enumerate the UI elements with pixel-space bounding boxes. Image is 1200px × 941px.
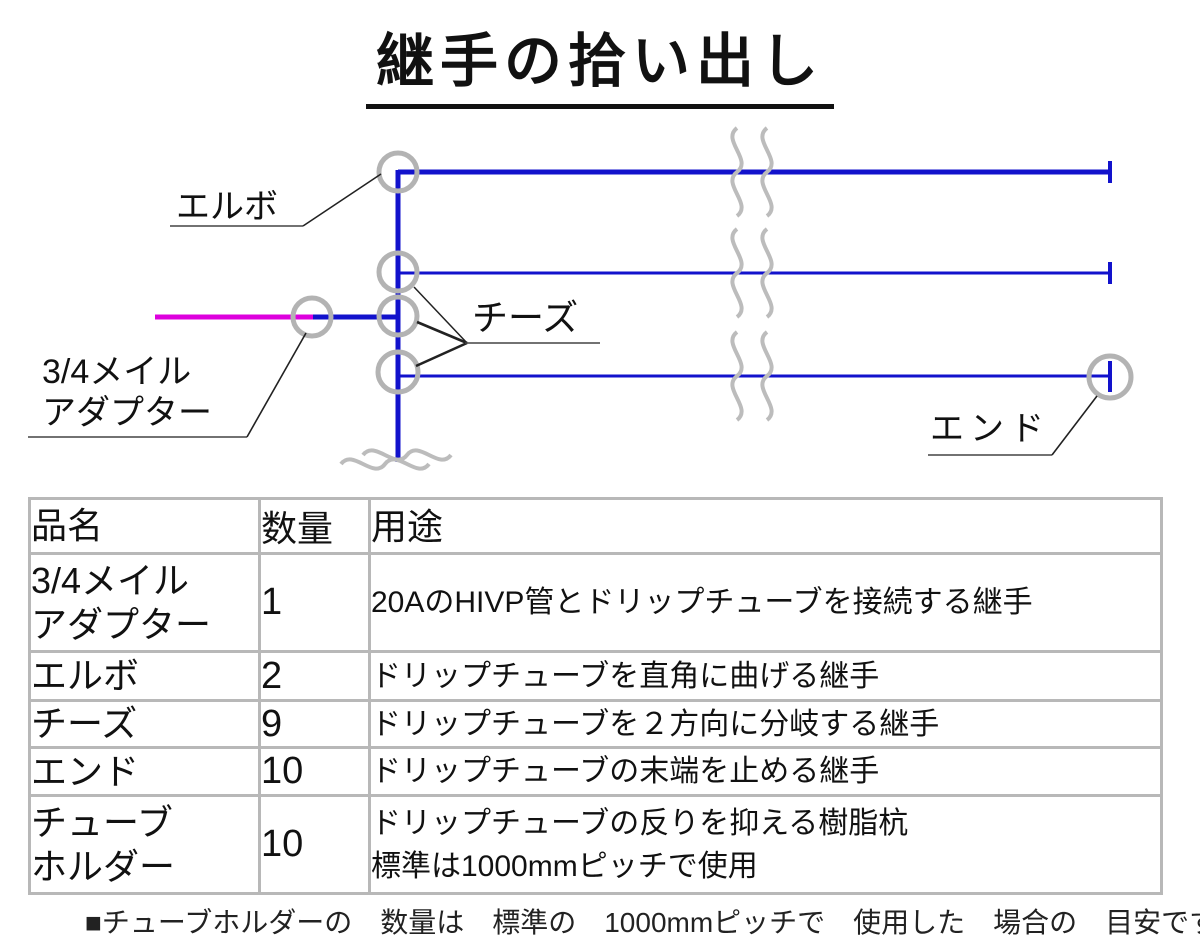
row-qty: 9 [258, 699, 371, 749]
tee-leader-line-2 [416, 320, 468, 345]
break-mark-icon [760, 126, 774, 218]
table-header-row: 品名 数量 用途 [28, 497, 1163, 555]
row-name: 3/4メイル アダプター [28, 552, 261, 653]
row-name-line: 3/4メイル [31, 559, 190, 601]
elbow-marker-circle [376, 150, 420, 194]
row-name-line: ホルダー [31, 845, 176, 887]
header-qty: 数量 [258, 497, 371, 555]
end-label: エンド [930, 410, 1050, 448]
row-usage-line: ドリップチューブの反りを抑える樹脂杭 [371, 806, 909, 840]
row-qty: 10 [258, 794, 371, 895]
break-mark-icon [730, 227, 744, 319]
break-mark-icon [760, 227, 774, 319]
clipped-note: ■チューブホルダーの 数量は 標準の 1000mmピッチで 使用した 場合の 目… [85, 907, 1200, 938]
row-name-line: チューブ [31, 801, 173, 843]
break-mark-icon [730, 330, 744, 422]
row-name-line: エルボ [31, 655, 140, 696]
tee-leader-line-1 [413, 286, 468, 344]
break-mark-icon [760, 330, 774, 422]
row-qty: 2 [258, 650, 371, 702]
adapter-label-line2: アダプター [42, 394, 212, 432]
end-leader-line [1051, 395, 1098, 456]
table-row: エンド 10 ドリップチューブの末端を止める継手 [28, 746, 1163, 797]
table-row: エルボ 2 ドリップチューブを直角に曲げる継手 [28, 650, 1163, 702]
row-usage-line: ドリップチューブを２方向に分岐する継手 [371, 707, 940, 741]
table-row: チューブ ホルダー 10 ドリップチューブの反りを抑える樹脂杭 標準は1000m… [28, 794, 1163, 895]
table-row: チーズ 9 ドリップチューブを２方向に分岐する継手 [28, 699, 1163, 749]
row-usage: ドリップチューブの末端を止める継手 [368, 746, 1163, 797]
adapter-marker-circle [290, 295, 334, 339]
break-mark-icon [339, 457, 431, 471]
piping-diagram [28, 126, 1134, 471]
adapter-leader-line [246, 332, 307, 438]
header-usage: 用途 [368, 497, 1163, 555]
adapter-label: 3/4メイル アダプター [42, 352, 212, 434]
row-name-line: エンド [31, 750, 140, 792]
elbow-label: エルボ [176, 188, 278, 226]
row-usage-line: ドリップチューブの末端を止める継手 [371, 755, 880, 788]
row-usage: ドリップチューブを直角に曲げる継手 [368, 650, 1163, 702]
row-usage: ドリップチューブを２方向に分岐する継手 [368, 699, 1163, 749]
row-usage-line: 20AのHIVP管とドリップチューブを接続する継手 [371, 586, 1033, 619]
header-name: 品名 [28, 497, 261, 555]
tee-marker-circle-3 [375, 349, 421, 395]
row-name: エルボ [28, 650, 261, 702]
end-marker-circle [1086, 353, 1134, 401]
row-qty: 1 [258, 552, 371, 653]
tee-marker-circle-2 [376, 294, 420, 338]
break-mark-icon [361, 448, 453, 462]
adapter-label-line1: 3/4メイル [42, 353, 192, 391]
row-name: エンド [28, 746, 261, 797]
row-qty: 10 [258, 746, 371, 797]
parts-table: 品名 数量 用途 3/4メイル アダプター 1 20AのHIVP管とドリップチュ… [28, 497, 1163, 895]
row-usage-line: ドリップチューブを直角に曲げる継手 [371, 659, 880, 693]
table-row: 3/4メイル アダプター 1 20AのHIVP管とドリップチューブを接続する継手 [28, 552, 1163, 653]
row-usage: 20AのHIVP管とドリップチューブを接続する継手 [368, 552, 1163, 653]
elbow-leader-line [302, 173, 382, 227]
tee-label: チーズ [472, 297, 579, 338]
row-name: チューブ ホルダー [28, 794, 261, 895]
tee-marker-circle-1 [376, 250, 420, 294]
row-name-line: チーズ [31, 703, 138, 744]
row-usage-line: 標準は1000mmピッチで使用 [371, 849, 758, 883]
page-title-wrap: 継手の拾い出し [0, 14, 1200, 109]
row-name: チーズ [28, 699, 261, 749]
page-title: 継手の拾い出し [365, 14, 834, 109]
row-name-line: アダプター [31, 603, 212, 645]
break-mark-icon [730, 126, 744, 218]
row-usage: ドリップチューブの反りを抑える樹脂杭 標準は1000mmピッチで使用 [368, 794, 1163, 895]
tee-leader-line-3 [415, 341, 468, 368]
